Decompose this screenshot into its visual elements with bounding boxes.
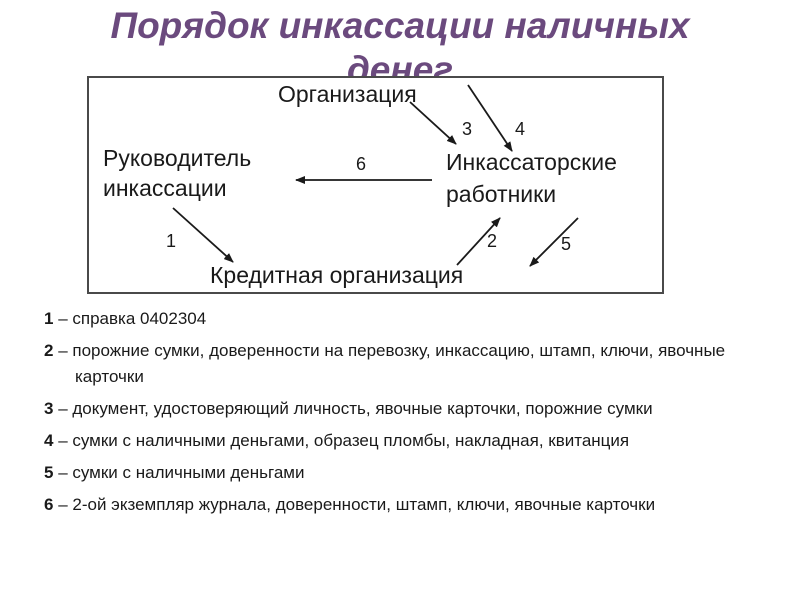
legend-item-number: 2 [44,341,54,360]
legend-item: 3 – документ, удостоверяющий личность, я… [44,396,784,422]
legend-item-separator: – [53,309,73,328]
edge-label-2: 2 [487,231,497,251]
legend-item-number: 6 [44,495,54,514]
legend-item-text: документ, удостоверяющий личность, явочн… [72,399,653,418]
legend-item: 5 – сумки с наличными деньгами [44,460,784,486]
legend-list: 1 – справка 0402304 2 – порожние сумки, … [44,306,784,524]
legend-item-separator: – [53,399,73,418]
node-credit-organization: Кредитная организация [210,262,463,288]
legend-item-separator: – [53,463,73,482]
legend-item-text: сумки с наличными деньгами, образец плом… [72,431,630,450]
arrow-2 [456,217,501,266]
diagram-frame [87,76,664,294]
flow-diagram: Организация Руководитель инкассации Инка… [103,81,617,288]
node-collectors-line2: работники [446,181,556,207]
node-collectors-line1: Инкассаторские [446,149,617,175]
edge-label-5: 5 [561,234,571,254]
legend-item-separator: – [53,341,73,360]
node-head-line1: Руководитель [103,145,251,171]
node-organization: Организация [278,81,417,107]
legend-item-number: 3 [44,399,54,418]
legend-item-separator: – [53,431,73,450]
legend-item-number: 4 [44,431,54,450]
legend-item-text: сумки с наличными деньгами [72,463,305,482]
legend-item-number: 1 [44,309,54,328]
legend-item: 2 – порожние сумки, доверенности на пере… [44,338,784,390]
edge-label-1: 1 [166,231,176,251]
edge-label-4: 4 [515,119,525,139]
legend-item: 4 – сумки с наличными деньгами, образец … [44,428,784,454]
legend-item-number: 5 [44,463,54,482]
arrow-3 [409,101,457,145]
node-head-line2: инкассации [103,175,227,201]
legend-item-text: порожние сумки, доверенности на перевозк… [72,341,726,386]
page-title-continuation: денег [346,49,454,76]
arrow-1 [172,207,234,263]
legend-item: 1 – справка 0402304 [44,306,784,332]
page-title: Порядок инкассации наличных [110,5,690,46]
arrow-4 [467,84,513,152]
edge-label-3: 3 [462,119,472,139]
legend-item-text: 2-ой экземпляр журнала, доверенности, шт… [72,495,656,514]
legend-item-separator: – [53,495,73,514]
legend-item: 6 – 2-ой экземпляр журнала, доверенности… [44,492,784,518]
legend-item-text: справка 0402304 [72,309,207,328]
edge-label-6: 6 [356,154,366,174]
arrow-5 [529,217,579,267]
